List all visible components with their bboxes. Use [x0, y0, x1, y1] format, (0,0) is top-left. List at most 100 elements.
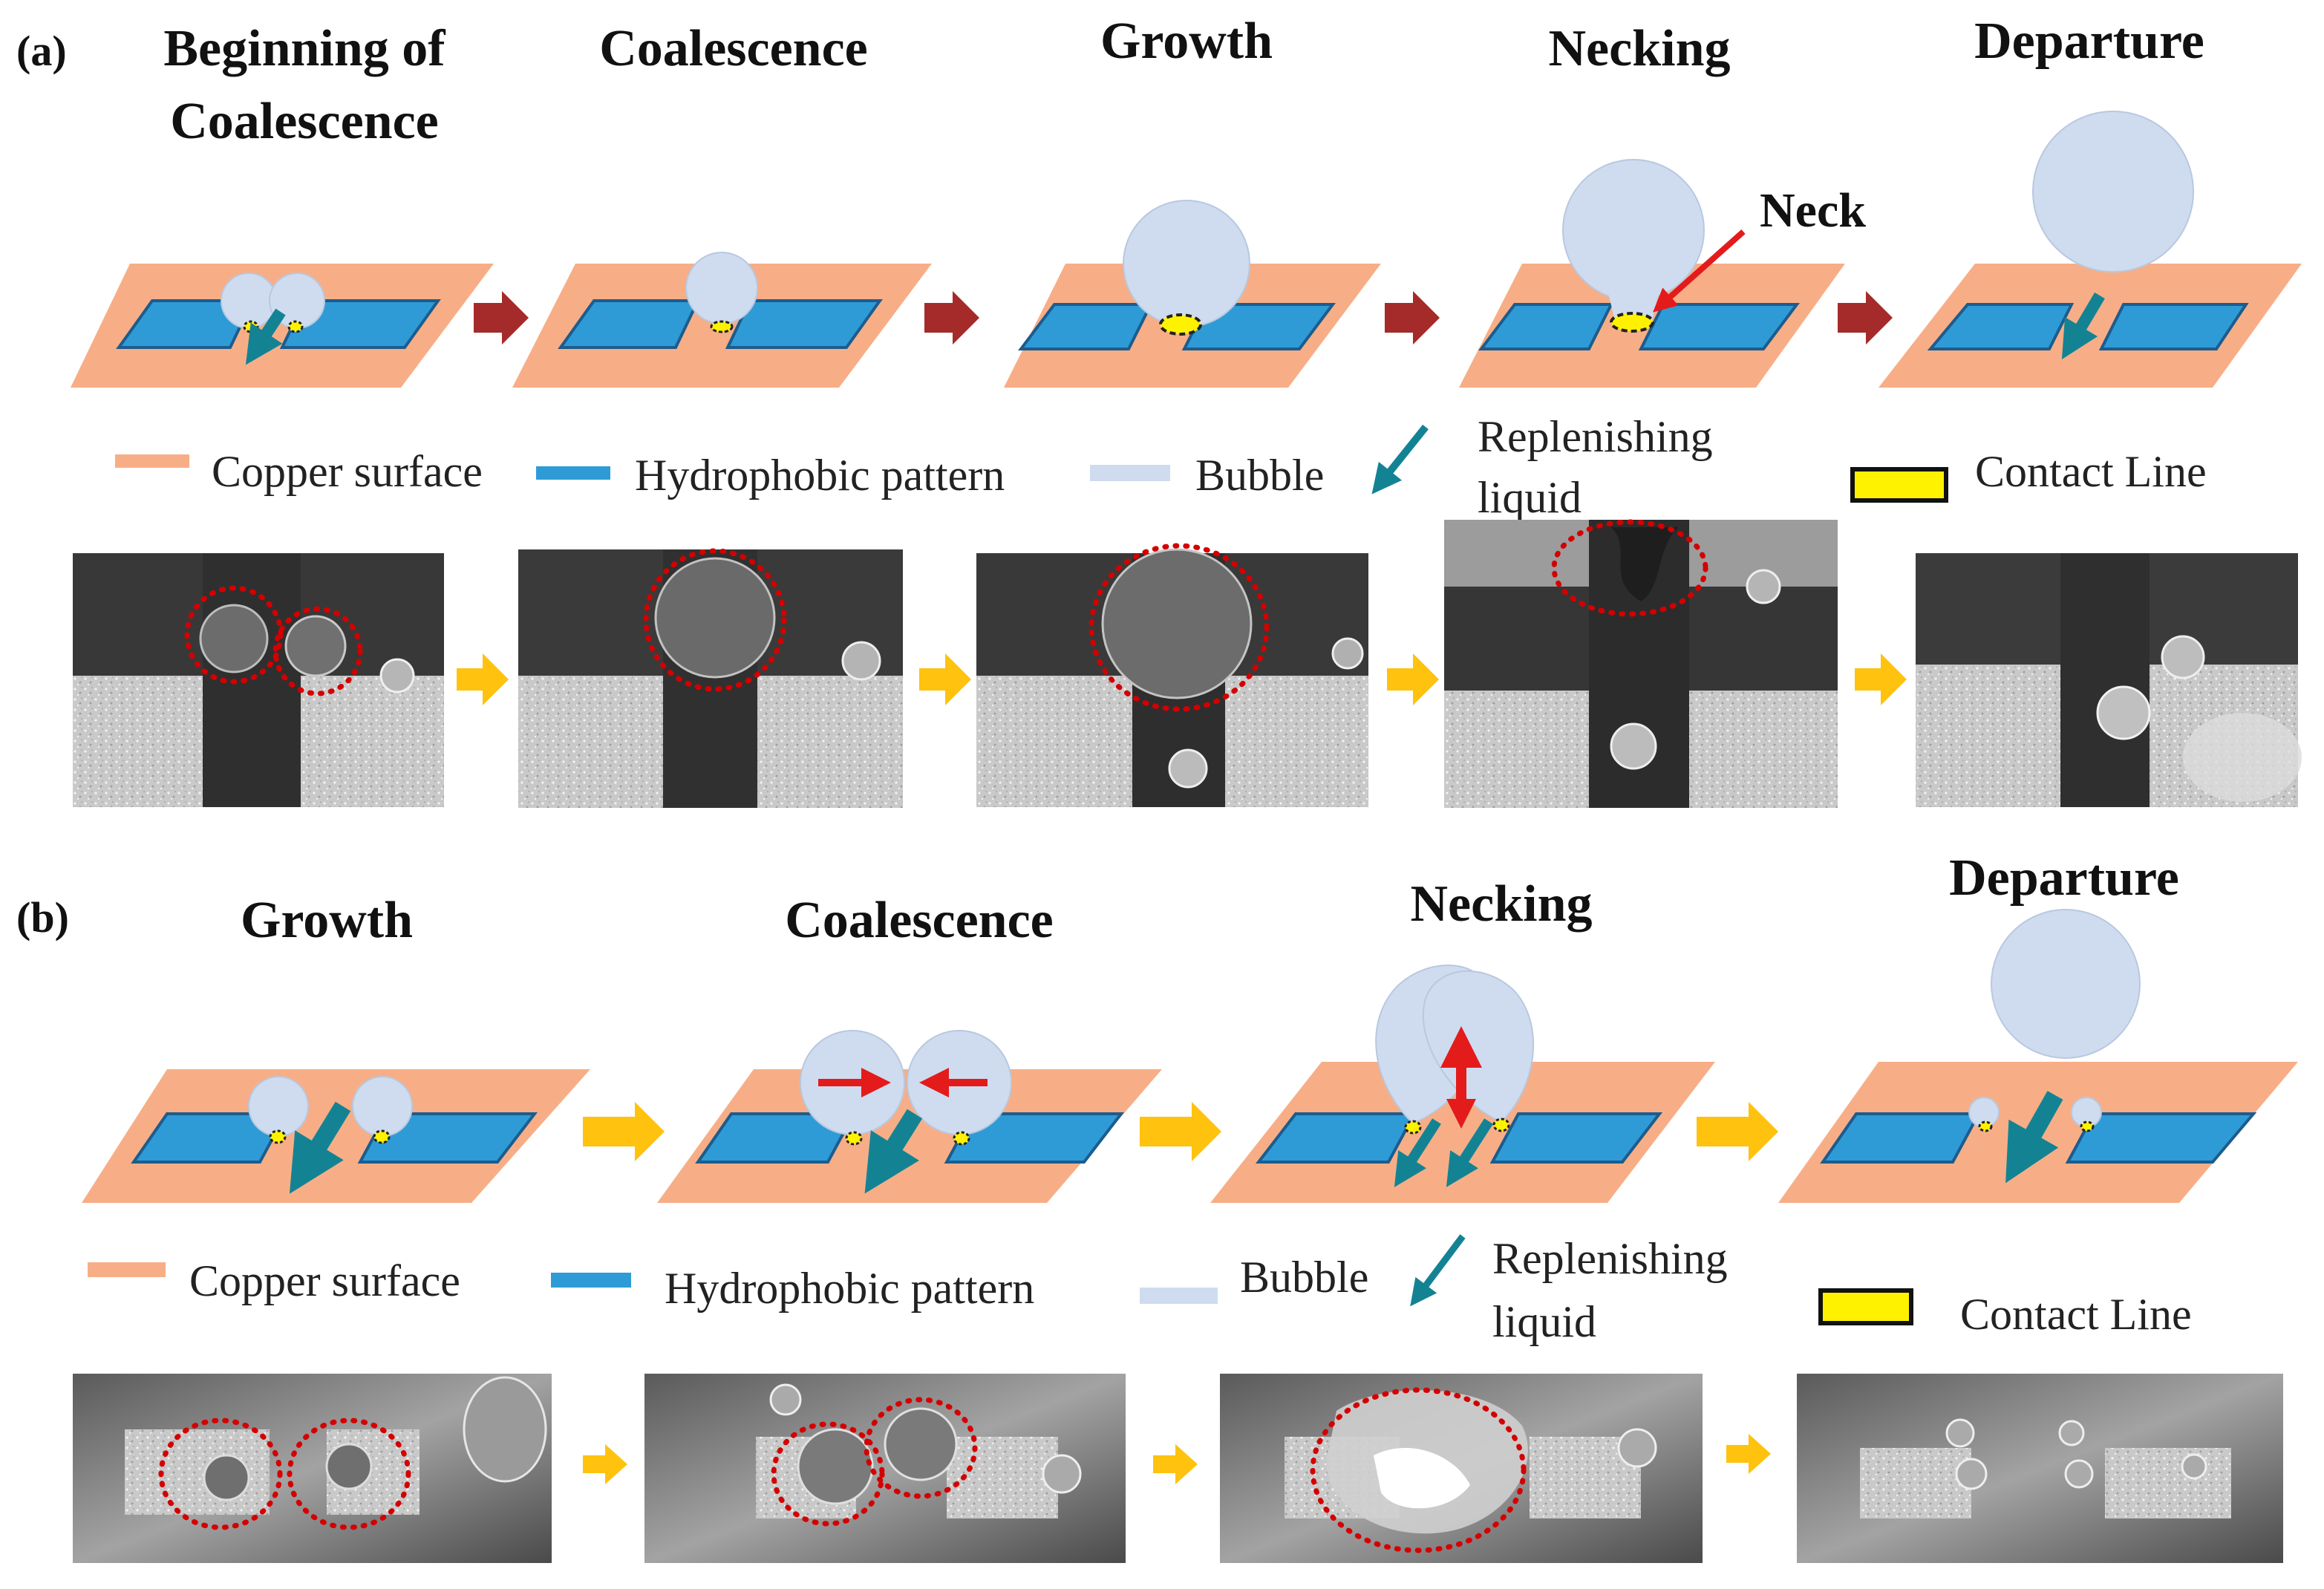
photo-b-coalescence — [644, 1374, 1126, 1563]
contact-line — [243, 320, 259, 333]
stage-title-coalescence: Coalescence — [599, 20, 868, 77]
hydrophobic-pattern-right — [725, 299, 883, 349]
photo-a-necking — [1444, 519, 1838, 808]
highlight-circle — [158, 1417, 283, 1530]
contact-line — [1404, 1120, 1422, 1135]
highlight-circle — [1310, 1387, 1527, 1553]
hydrophobic-pattern-left — [1820, 1112, 1982, 1164]
bubble — [248, 1076, 309, 1137]
legend-replenish-line2: liquid — [1478, 473, 1582, 522]
highlight-circle — [287, 1417, 411, 1530]
legend-pattern-swatch — [536, 466, 610, 480]
hydrophobic-pattern-left — [1018, 303, 1154, 350]
legend-b: Copper surface Hydrophobic pattern Bubbl… — [88, 1234, 2192, 1346]
legend-replenish-line1: Replenishing — [1478, 412, 1713, 461]
bubble — [352, 1076, 413, 1137]
legend-pattern-swatch — [551, 1273, 631, 1288]
highlight-circle — [771, 1421, 885, 1527]
schematic-a-growth — [1004, 200, 1381, 388]
bubble — [2032, 111, 2194, 273]
photo-b-growth — [73, 1374, 552, 1563]
highlight-circle — [272, 606, 363, 696]
hydrophobic-pattern-right — [944, 1112, 1125, 1164]
highlight-circle — [1088, 543, 1270, 712]
replenishing-liquid-arrow — [289, 1101, 351, 1194]
panel-b: (b) Growth Coalescence Necking Departure — [16, 849, 2298, 1563]
hydrophobic-pattern-left — [1927, 303, 2075, 350]
schematic-a-beginning — [71, 264, 494, 388]
contact-line — [1978, 1120, 1993, 1132]
stage-title-beginning-line2: Coalescence — [170, 93, 439, 150]
legend-replenish-arrow — [1371, 424, 1429, 495]
legend-bubble-label: Bubble — [1240, 1253, 1368, 1302]
schematic-a-departure — [1879, 111, 2302, 388]
legend-copper-label: Copper surface — [212, 447, 483, 496]
schematic-b-departure — [1778, 909, 2298, 1203]
replenishing-liquid-arrow — [1394, 1118, 1441, 1187]
stage-title-departure: Departure — [1949, 849, 2179, 907]
replenishing-liquid-arrow — [2005, 1091, 2063, 1184]
photo-a-coalescence — [518, 548, 903, 808]
bubble — [1991, 909, 2141, 1059]
hydrophobic-pattern-right — [1638, 303, 1800, 350]
stage-title-growth: Growth — [1100, 13, 1273, 70]
contact-line — [269, 1129, 287, 1144]
legend-replenish-arrow — [1410, 1234, 1466, 1307]
replenishing-liquid-arrow — [864, 1109, 923, 1194]
bubble — [685, 252, 758, 324]
panel-a: (a) Beginning of Coalescence Coalescence… — [16, 13, 2302, 808]
legend-contact-label: Contact Line — [1975, 447, 2207, 496]
legend-pattern-label: Hydrophobic pattern — [665, 1264, 1034, 1313]
highlight-circle — [1551, 519, 1708, 617]
contact-line — [1610, 312, 1654, 333]
legend-contact-swatch — [1818, 1288, 1913, 1325]
copper-surface — [1210, 1062, 1715, 1203]
photo-a-growth — [976, 543, 1368, 807]
contact-line — [373, 1129, 391, 1144]
photo-b-necking — [1220, 1374, 1703, 1563]
flow-arrow — [1697, 1102, 1778, 1161]
contact-line — [1492, 1117, 1510, 1132]
replenishing-liquid-arrow — [1446, 1118, 1493, 1187]
hydrophobic-pattern-right — [2098, 303, 2249, 350]
schematic-b-coalescence — [657, 1030, 1162, 1203]
neck-label: Neck — [1760, 183, 1866, 238]
flow-arrow — [1385, 291, 1440, 345]
flow-arrow — [1140, 1102, 1221, 1161]
hydrophobic-pattern-left — [558, 299, 701, 349]
legend-replenish-line1: Replenishing — [1492, 1234, 1728, 1283]
bubble — [1123, 200, 1250, 327]
flow-arrow — [1726, 1434, 1771, 1474]
contact-line — [2080, 1120, 2095, 1132]
hydrophobic-pattern-left — [131, 1112, 289, 1164]
stage-title-necking: Necking — [1549, 20, 1731, 77]
contact-line — [710, 320, 734, 333]
legend-replenish-line2: liquid — [1492, 1297, 1596, 1346]
legend-pattern-label: Hydrophobic pattern — [635, 451, 1005, 500]
flow-arrow — [924, 291, 979, 345]
legend-contact-label: Contact Line — [1960, 1290, 2192, 1339]
legend-bubble-label: Bubble — [1195, 451, 1324, 500]
legend-bubble-swatch — [1090, 465, 1170, 481]
replenishing-liquid-arrow — [2061, 292, 2105, 360]
flow-arrow — [1838, 291, 1893, 345]
hydrophobic-pattern-right — [1489, 1112, 1663, 1164]
stage-title-growth: Growth — [241, 892, 413, 949]
flow-arrow — [457, 653, 509, 705]
flow-arrow — [919, 653, 971, 705]
flow-arrow — [1855, 653, 1907, 705]
stage-title-beginning-line1: Beginning of — [163, 20, 445, 77]
photo-a-beginning — [73, 553, 444, 807]
photo-b-departure — [1797, 1374, 2283, 1563]
neck-pointer-arrow — [1653, 229, 1746, 313]
stage-title-necking: Necking — [1411, 875, 1593, 933]
hydrophobic-pattern-left — [116, 299, 255, 349]
panel-a-label: (a) — [16, 27, 67, 75]
highlight-circle — [184, 585, 284, 685]
highlight-circle — [643, 548, 787, 692]
flow-arrow — [583, 1102, 665, 1161]
copper-surface — [1879, 264, 2302, 388]
contact-line — [1159, 313, 1202, 336]
flow-arrow — [1153, 1444, 1198, 1484]
